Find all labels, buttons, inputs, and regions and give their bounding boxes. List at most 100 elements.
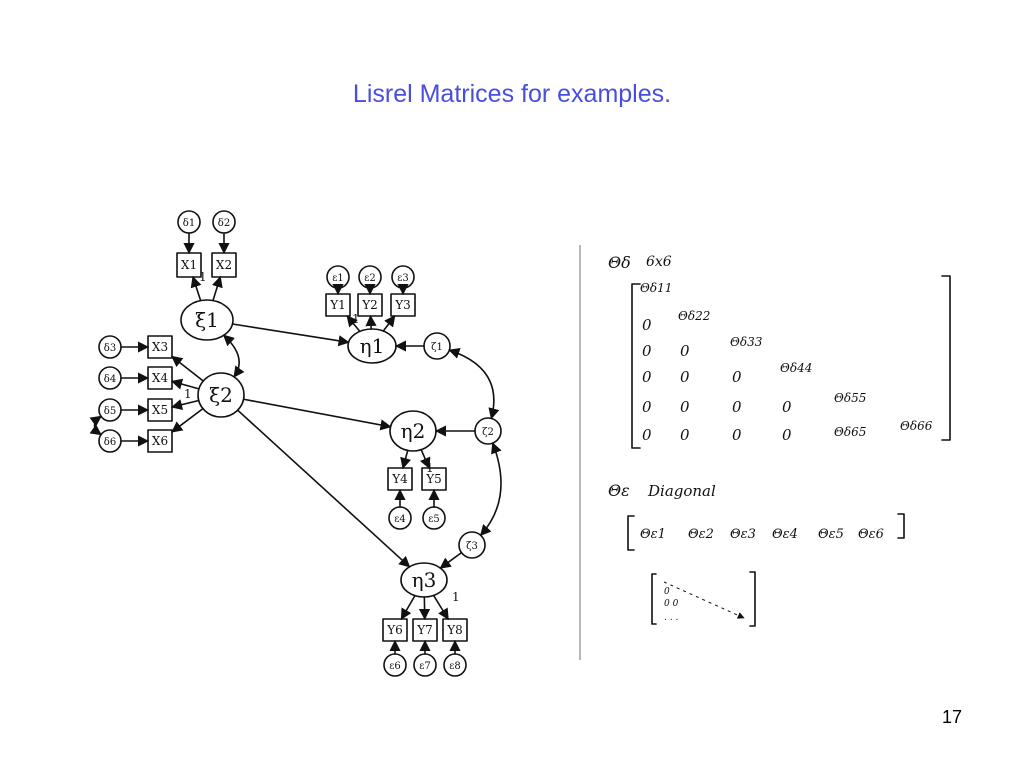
theta-delta-cell: 0 xyxy=(642,368,652,386)
fixed-loading-label: 1 xyxy=(184,387,192,401)
page-number: 17 xyxy=(941,707,962,727)
node-xi1: ξ1 xyxy=(180,299,234,341)
edge-eta3-to-y8 xyxy=(432,594,449,620)
node-y2: Y2 xyxy=(357,293,383,317)
node-y1: Y1 xyxy=(325,293,351,317)
node-eps1: ε1 xyxy=(326,265,350,289)
theta-delta-cell: Θδ44 xyxy=(780,361,812,375)
edge-xi2-to-x3 xyxy=(171,355,205,382)
node-delta4: δ4 xyxy=(98,366,122,390)
theta-delta-cell: 0 xyxy=(642,398,652,416)
theta-delta-cell: 0 xyxy=(732,368,742,386)
fixed-loading-label: 1 xyxy=(452,590,460,604)
fixed-loading-label: 1 xyxy=(199,270,207,284)
edge-xi2-to-x4 xyxy=(170,378,200,390)
edge-eta1-to-y2 xyxy=(365,314,377,330)
node-label-eps7: ε7 xyxy=(419,661,431,672)
covariance-zeta1-zeta2 xyxy=(448,347,500,420)
node-eta2: η2 xyxy=(389,410,437,452)
node-label-zeta2: ζ2 xyxy=(482,427,494,438)
theta-delta-name: Θδ xyxy=(608,253,631,272)
theta-delta-cell: 0 xyxy=(680,398,690,416)
node-eta3: η3 xyxy=(400,562,448,598)
node-eps6: ε6 xyxy=(383,653,407,677)
node-label-y7: Y7 xyxy=(416,623,433,637)
theta-delta-right-bracket xyxy=(941,275,951,441)
theta-epsilon-entry: Θε6 xyxy=(858,527,884,542)
theta-delta-cell: 0 xyxy=(782,398,792,416)
node-label-zeta1: ζ1 xyxy=(431,342,443,353)
node-x3: X3 xyxy=(147,335,173,359)
node-label-y2: Y2 xyxy=(361,298,378,312)
slide-title: Lisrel Matrices for examples. xyxy=(352,80,672,108)
small-matrix-entry: 0 0 xyxy=(664,599,679,609)
theta-delta-cell: 0 xyxy=(642,316,652,334)
edge-xi2-to-x5 xyxy=(170,399,200,411)
node-y4: Y4 xyxy=(387,467,413,491)
node-label-delta4: δ4 xyxy=(104,374,116,385)
edge-zeta3-to-eta3 xyxy=(439,551,463,569)
node-label-y1: Y1 xyxy=(329,298,346,312)
edge-xi2-to-eta2 xyxy=(242,398,392,431)
node-delta2: δ2 xyxy=(212,210,236,234)
node-xi2: ξ2 xyxy=(197,372,245,418)
theta-delta-cell: 0 xyxy=(732,398,742,416)
node-y7: Y7 xyxy=(412,618,438,642)
node-zeta3: ζ3 xyxy=(458,531,486,559)
fixed-loading-label: 1 xyxy=(352,312,360,326)
theta-delta-size: 6x6 xyxy=(646,254,672,270)
node-zeta1: ζ1 xyxy=(423,332,451,360)
node-label-eps4: ε4 xyxy=(394,514,406,525)
node-eps4: ε4 xyxy=(388,506,412,530)
fixed-loading-label: 1 xyxy=(426,461,434,475)
small-matrix-right-bracket xyxy=(749,571,756,627)
node-label-y8: Y8 xyxy=(446,623,463,637)
edge-xi1-to-eta1 xyxy=(231,323,350,347)
covariance-xi1-xi2 xyxy=(222,334,245,378)
node-label-delta2: δ2 xyxy=(218,218,230,229)
edge-eta2-to-y5 xyxy=(420,448,431,470)
node-label-eps2: ε2 xyxy=(364,273,376,284)
node-label-x5: X5 xyxy=(152,403,168,417)
edge-xi1-to-x1 xyxy=(190,275,202,302)
theta-epsilon-entry: Θε3 xyxy=(730,527,756,542)
node-label-eta1: η1 xyxy=(360,334,385,358)
node-y5: Y5 xyxy=(421,467,447,491)
node-label-x2: X2 xyxy=(216,258,232,272)
theta-delta-cell: 0 xyxy=(642,342,652,360)
edge-xi2-to-eta3 xyxy=(236,409,411,568)
node-label-eps6: ε6 xyxy=(389,661,401,672)
small-matrix-entry: 0 xyxy=(664,587,670,597)
covariance-delta5-delta6 xyxy=(89,415,102,436)
diagram-edges xyxy=(89,232,502,655)
node-label-x1: X1 xyxy=(181,258,197,272)
node-label-x6: X6 xyxy=(152,434,168,448)
node-label-x4: X4 xyxy=(152,371,169,385)
node-x2: X2 xyxy=(211,252,237,278)
node-label-delta3: δ3 xyxy=(104,343,116,354)
theta-epsilon-entry: Θε2 xyxy=(688,527,714,542)
node-label-eps5: ε5 xyxy=(428,514,440,525)
node-y3: Y3 xyxy=(390,293,416,317)
theta-epsilon-right-bracket xyxy=(897,513,905,539)
small-matrix-left-bracket xyxy=(651,573,657,625)
edge-xi2-to-x6 xyxy=(171,407,204,433)
theta-delta-cell: Θδ66 xyxy=(900,419,933,433)
node-label-xi2: ξ2 xyxy=(209,383,233,407)
node-label-xi1: ξ1 xyxy=(195,308,219,332)
node-label-y6: Y6 xyxy=(386,623,403,637)
node-label-delta5: δ5 xyxy=(104,406,116,417)
theta-epsilon-label: Diagonal xyxy=(647,482,716,500)
theta-epsilon-name: Θε xyxy=(608,481,630,500)
node-delta6: δ6 xyxy=(98,429,122,453)
node-delta5: δ5 xyxy=(98,398,122,422)
node-label-delta1: δ1 xyxy=(183,218,195,229)
node-label-delta6: δ6 xyxy=(104,437,116,448)
node-x4: X4 xyxy=(147,366,173,390)
edge-xi1-to-x2 xyxy=(211,275,223,302)
node-eps7: ε7 xyxy=(413,653,437,677)
node-label-zeta3: ζ3 xyxy=(466,541,478,552)
